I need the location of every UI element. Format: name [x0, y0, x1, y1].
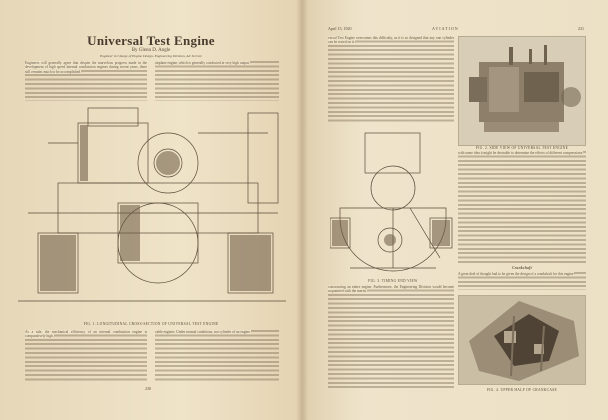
byline: By Glenn D. Angle [131, 48, 171, 53]
right-page-number: 231 [578, 26, 584, 31]
fig3-timing-end-drawing [330, 132, 453, 272]
intro-column: Engineers will generally agree that desp… [25, 61, 147, 101]
crankshaft-paragraph: A great deal of thought had to be given … [458, 272, 586, 290]
lower-right-column: cable engines. Under normal conditions, … [155, 330, 279, 382]
fig4-photo [458, 295, 586, 385]
fig3-caption: FIG. 3. TIMING END VIEW [368, 279, 418, 283]
right-col1-lower: constructing an entire engine. Furthermo… [328, 285, 454, 389]
header-date: April 15, 1920 [328, 26, 352, 31]
intro-column-2: airplane engine, which is generally cond… [155, 61, 279, 101]
left-page: Universal Test Engine By Glenn D. Angle … [0, 0, 302, 420]
fig4-caption: FIG. 4. UPPER HALF OF CRANKCASE [486, 388, 558, 392]
right-page: April 15, 1920 AVIATION 231 versal Test … [302, 0, 608, 420]
fig1-cross-section-drawing [18, 107, 286, 302]
right-col2-upper: with some idea it might be desirable to … [458, 151, 586, 263]
lower-left-column: As a rule, the mechanical efficiency of … [25, 330, 147, 382]
author-affiliation: Engineer in Charge of Engine Design, Eng… [100, 54, 202, 58]
left-page-number: 230 [145, 386, 151, 391]
fig2-caption: FIG. 2. SIDE VIEW OF UNIVERSAL TEST ENGI… [475, 146, 569, 150]
fig2-photo [458, 36, 586, 146]
binding-gutter [296, 0, 308, 420]
header-title: AVIATION [432, 26, 459, 31]
right-col1-upper: versal Test Engine overcomes this diffic… [328, 36, 454, 124]
fig1-caption: FIG. 1. LONGITUDINAL CROSS-SECTION OF UN… [83, 322, 219, 326]
article-title: Universal Test Engine [87, 33, 215, 48]
crankshaft-heading: Crankshaft [512, 266, 532, 270]
